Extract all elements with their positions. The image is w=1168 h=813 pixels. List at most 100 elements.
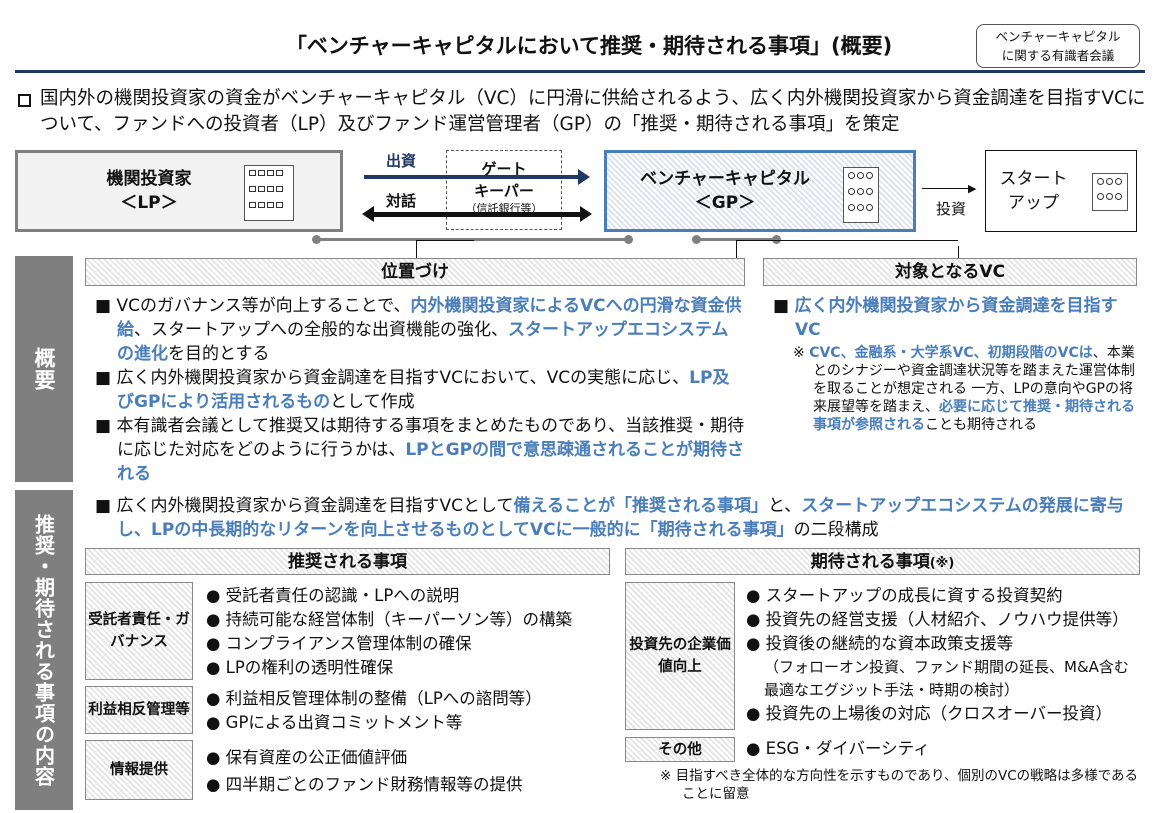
committee-badge: ベンチャーキャピタル に関する有識者会議 bbox=[976, 24, 1140, 68]
recommended-header: 推奨される事項 bbox=[85, 548, 610, 575]
target-text: 広く内外機関投資家から資金調達を目指すVC bbox=[794, 296, 1117, 340]
item-text: 投資先の経営支援（人材紹介、ノウハウ提供等） bbox=[765, 610, 1129, 629]
target-list: ■ 広く内外機関投資家から資金調達を目指すVC ※ CVC、金融系・大学系VC、… bbox=[773, 294, 1137, 434]
item-text: 投資先の上場後の対応（クロスオーバー投資） bbox=[765, 704, 1112, 723]
square-bullet-icon: ■ bbox=[95, 296, 112, 316]
gp-sub: ＜GP＞ bbox=[694, 193, 756, 213]
other-list: ● ESG・ダイバーシティ bbox=[746, 737, 930, 761]
bracket-line bbox=[958, 246, 959, 258]
gatekeeper-note: （信託銀行等） bbox=[465, 202, 543, 215]
footnote: ※ 目指すべき全体的な方向性を示すものであり、個別のVCの戦略は多様であることに… bbox=[660, 767, 1140, 803]
dialogue-arrow bbox=[374, 212, 582, 217]
startup-label-1: スタート bbox=[999, 169, 1068, 189]
expected-header-mark: (※) bbox=[929, 556, 955, 571]
building-icon bbox=[1092, 173, 1128, 211]
intro-text: 国内外の機関投資家の資金がベンチャーキャピタル（VC）に円滑に供給されるよう、広… bbox=[40, 88, 1146, 135]
contents-intro-text: 広く内外機関投資家から資金調達を目指すVCとして備えることが「推奨される事項」と… bbox=[116, 496, 1123, 540]
highlighted-text: 広く内外機関投資家から資金調達を目指すVC bbox=[794, 296, 1118, 340]
connector-line bbox=[318, 238, 630, 241]
highlighted-text: スタートアップエコシステムの発展に寄与し、LPの中長期的なリターンを向上させるも… bbox=[117, 496, 1124, 540]
item-text: GPによる出資コミットメント等 bbox=[225, 713, 463, 732]
item-subtext: （フォローオン投資、ファンド期間の延長、M&A含む最適なエグジット手法・時期の検… bbox=[764, 658, 1129, 699]
position-text: 本有識者会議として推奨又は期待する事項をまとめたものであり、当該推奨・期待に応じ… bbox=[116, 416, 744, 484]
investment-arrow bbox=[364, 175, 582, 179]
square-bullet-icon: ■ bbox=[95, 496, 112, 516]
list-item: ● 投資後の継続的な資本政策支援等 bbox=[746, 634, 1014, 653]
arrow-head-icon bbox=[578, 169, 590, 185]
gp-label: ベンチャーキャピタル bbox=[640, 169, 810, 189]
highlighted-text: CVC、金融系・大学系VC、初期段階のVCは bbox=[809, 345, 1093, 361]
list-item: ● 投資先の上場後の対応（クロスオーバー投資） bbox=[746, 704, 1112, 723]
label-disclosure: 情報提供 bbox=[85, 740, 193, 800]
text-segment: として作成 bbox=[330, 392, 415, 412]
text-segment: 本有識者会議として推奨又は期待する事項をまとめたものであり、当該推奨・期待に応じ… bbox=[116, 416, 745, 460]
text-segment: 広く内外機関投資家から資金調達を目指すVCとして bbox=[116, 496, 514, 516]
square-bullet-icon: ■ bbox=[95, 416, 112, 436]
item-text: 四半期ごとのファンド財務情報等の提供 bbox=[225, 775, 523, 794]
conflict-list: ● 利益相反管理体制の整備（LPへの諮問等） ● GPによる出資コミットメント等 bbox=[206, 687, 542, 735]
item-text: ESG・ダイバーシティ bbox=[765, 739, 930, 758]
lp-box: 機関投資家 ＜LP＞ bbox=[15, 150, 343, 232]
bracket-line bbox=[416, 240, 474, 258]
gp-box: ベンチャーキャピタル ＜GP＞ bbox=[604, 150, 916, 232]
position-text: VCのガバナンス等が向上することで、内外機関投資家によるVCへの円滑な資金供給、… bbox=[116, 296, 741, 364]
startup-label-2: アップ bbox=[1008, 193, 1059, 213]
square-bullet-icon: ■ bbox=[773, 296, 790, 316]
investment-label: 出資 bbox=[386, 152, 417, 170]
committee-line-2: に関する有識者会議 bbox=[1001, 48, 1115, 63]
list-item: ● 保有資産の公正価値評価 bbox=[206, 748, 408, 767]
text-segment: を目的とする bbox=[168, 344, 270, 364]
connector-dot bbox=[772, 235, 781, 244]
highlighted-text: 備えることが「推奨される事項」 bbox=[513, 496, 768, 516]
footnote-text: 目指すべき全体的な方向性を示すものであり、個別のVCの戦略は多様であることに留意 bbox=[675, 768, 1139, 802]
building-icon bbox=[843, 167, 879, 223]
expected-header-text: 期待される事項 bbox=[810, 552, 930, 572]
highlighted-text: 内外機関投資家によるVCへの円滑な資金供給 bbox=[117, 296, 742, 340]
page-title: 「ベンチャーキャピタルにおいて推奨・期待される事項」(概要) bbox=[285, 34, 893, 58]
text-segment: VCのガバナンス等が向上することで、 bbox=[116, 296, 411, 316]
target-item: ■ 広く内外機関投資家から資金調達を目指すVC bbox=[773, 294, 1137, 342]
lp-label: 機関投資家 bbox=[106, 169, 192, 189]
list-item: ● 利益相反管理体制の整備（LPへの諮問等） bbox=[206, 689, 542, 708]
text-segment: 広く内外機関投資家から資金調達を目指すVCにおいて、VCの実態に応じ、 bbox=[116, 368, 690, 388]
label-other: その他 bbox=[625, 737, 735, 762]
invest-label: 投資 bbox=[936, 200, 967, 218]
position-item: ■ 広く内外機関投資家から資金調達を目指すVCにおいて、VCの実態に応じ、LP及… bbox=[95, 366, 745, 414]
highlighted-text: スタートアップエコシステムの進化 bbox=[117, 320, 729, 364]
building-icon bbox=[244, 165, 294, 221]
label-conflict: 利益相反管理等 bbox=[85, 686, 193, 734]
list-item: ● 持続可能な経営体制（キーパーソン等）の構築 bbox=[206, 610, 572, 629]
expected-header: 期待される事項(※) bbox=[625, 548, 1140, 575]
highlighted-text: LP及びGPにより活用されるもの bbox=[117, 368, 730, 412]
highlighted-text: LPとGPの間で意思疎通されることが期待される bbox=[117, 440, 745, 484]
invest-arrow bbox=[922, 188, 972, 189]
list-item: ● GPによる出資コミットメント等 bbox=[206, 713, 463, 732]
list-item: ● スタートアップの成長に資する投資契約 bbox=[746, 586, 1063, 605]
arrow-left-icon bbox=[362, 206, 374, 222]
connector-dot bbox=[624, 235, 633, 244]
title-rule bbox=[15, 70, 1145, 73]
bracket-line bbox=[736, 240, 958, 258]
position-list: ■ VCのガバナンス等が向上することで、内外機関投資家によるVCへの円滑な資金供… bbox=[95, 294, 745, 486]
item-text: 投資後の継続的な資本政策支援等 bbox=[765, 634, 1014, 653]
lp-sub: ＜LP＞ bbox=[120, 193, 178, 213]
gatekeeper-line-1: ゲート bbox=[481, 160, 527, 178]
note-mark: ※ bbox=[793, 345, 805, 361]
list-item: ● 四半期ごとのファンド財務情報等の提供 bbox=[206, 775, 523, 794]
contents-intro: ■ 広く内外機関投資家から資金調達を目指すVCとして備えることが「推奨される事項… bbox=[95, 494, 1145, 542]
connector-line bbox=[697, 238, 777, 241]
list-item: ● 投資先の経営支援（人材紹介、ノウハウ提供等） bbox=[746, 610, 1129, 629]
text-segment: 、本業とのシナジーや資金調達状況等を踏まえた運営体制を取ることが想定される 一方… bbox=[813, 345, 1135, 415]
arrow-right-icon bbox=[580, 206, 592, 222]
highlighted-text: 必要に応じて推奨・期待される事項が参照される bbox=[813, 399, 1135, 433]
item-text: 持続可能な経営体制（キーパーソン等）の構築 bbox=[225, 610, 572, 629]
note-mark: ※ bbox=[660, 768, 672, 784]
disclosure-list: ● 保有資産の公正価値評価 ● 四半期ごとのファンド財務情報等の提供 bbox=[206, 744, 523, 798]
item-text: コンプライアンス管理体制の確保 bbox=[225, 634, 472, 653]
fiduciary-list: ● 受託者責任の認識・LPへの説明 ● 持続可能な経営体制（キーパーソン等）の構… bbox=[206, 584, 572, 680]
label-portfolio-value: 投資先の企業価値向上 bbox=[625, 582, 735, 730]
item-text: 受託者責任の認識・LPへの説明 bbox=[225, 586, 460, 605]
committee-line-1: ベンチャーキャピタル bbox=[995, 29, 1121, 44]
connector-dot bbox=[312, 235, 321, 244]
overview-side-label: 概要 bbox=[15, 256, 73, 482]
